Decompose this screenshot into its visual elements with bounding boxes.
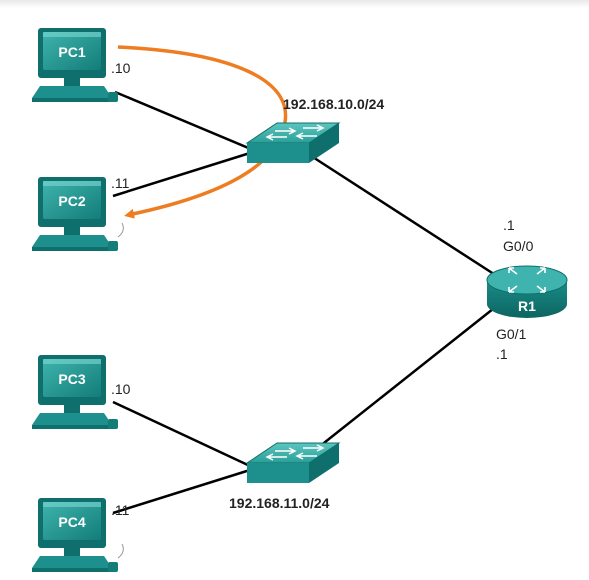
link-pc1-switch1	[114, 90, 259, 154]
pc1-host-address: .10	[111, 60, 131, 76]
switch1-network-label: 192.168.10.0/24	[283, 96, 384, 112]
router-g01-host-address: .1	[496, 346, 508, 362]
switch2-icon	[245, 442, 341, 483]
pc3-icon: PC3	[32, 355, 118, 429]
pc4-icon: PC4	[32, 498, 124, 572]
top-border	[0, 0, 589, 8]
link-pc3-switch2	[112, 400, 251, 468]
router-g00-host-address: .1	[503, 217, 515, 233]
pc4-label: PC4	[58, 514, 85, 530]
switch1-icon	[245, 122, 341, 163]
switch2-network-label: 192.168.11.0/24	[229, 495, 330, 511]
pc2-icon: PC2	[32, 177, 124, 251]
link-pc4-switch2	[112, 468, 251, 515]
pc2-label: PC2	[58, 193, 85, 209]
link-pc2-switch1	[112, 151, 251, 198]
router-label: R1	[518, 298, 536, 314]
pc3-host-address: .10	[111, 381, 131, 397]
router-g00-interface: G0/0	[503, 238, 534, 254]
router-g01-interface: G0/1	[496, 326, 527, 342]
router-icon: R1	[486, 265, 568, 318]
link-switch1-router	[304, 150, 501, 280]
pc4-host-address: .11	[111, 502, 130, 518]
pc1-icon: PC1	[32, 28, 118, 102]
pc2-host-address: .11	[111, 175, 130, 191]
traffic-arrow-icon	[117, 45, 288, 219]
pc1-label: PC1	[58, 44, 85, 60]
pc3-label: PC3	[58, 371, 85, 387]
link-switch2-router	[309, 304, 499, 455]
